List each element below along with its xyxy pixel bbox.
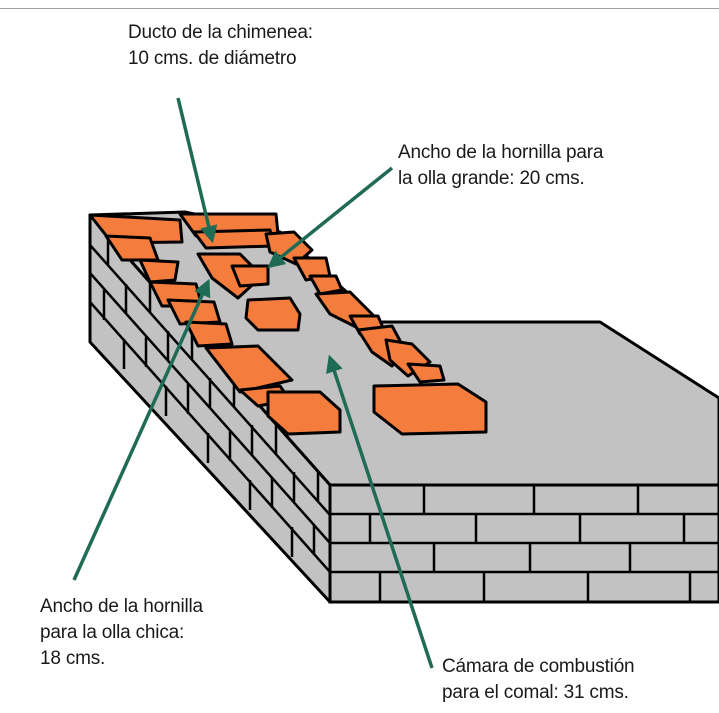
brick: [266, 390, 342, 436]
arrow-small-burner: [72, 278, 211, 581]
top-rule: [0, 8, 719, 9]
label-large-burner-width: Ancho de la hornilla para la olla grande…: [398, 140, 603, 192]
label-combustion-chamber: Cámara de combustión para el comal: 31 c…: [442, 654, 635, 706]
label-line: Cámara de combustión: [442, 656, 635, 677]
brick: [230, 264, 270, 288]
brick: [184, 320, 234, 348]
label-line: para el comal: 31 cms.: [442, 682, 629, 703]
brick: [308, 274, 344, 296]
front-brick-wall: [328, 483, 719, 604]
label-chimney-duct: Ducto de la chimenea: 10 cms. de diámetr…: [128, 20, 313, 72]
label-line: Ancho de la hornilla para: [398, 142, 604, 163]
brick: [204, 344, 294, 394]
label-line: Ancho de la hornilla: [40, 596, 203, 617]
arrow-chimney: [176, 97, 218, 244]
arrow-combustion: [326, 354, 434, 669]
brick: [138, 258, 180, 284]
label-small-burner-width: Ancho de la hornilla para la olla chica:…: [40, 594, 203, 672]
label-line: la olla grande: 20 cms.: [398, 168, 585, 189]
leader-arrows: [72, 97, 434, 669]
label-line: para la olla chica:: [40, 622, 185, 643]
brick: [244, 296, 302, 332]
arrow-large-burner: [267, 166, 394, 269]
label-line: Ducto de la chimenea:: [128, 22, 313, 43]
label-line: 10 cms. de diámetro: [128, 48, 297, 69]
brick: [406, 362, 446, 384]
label-line: 18 cms.: [40, 648, 106, 669]
brick: [372, 382, 488, 436]
brick: [192, 228, 276, 250]
